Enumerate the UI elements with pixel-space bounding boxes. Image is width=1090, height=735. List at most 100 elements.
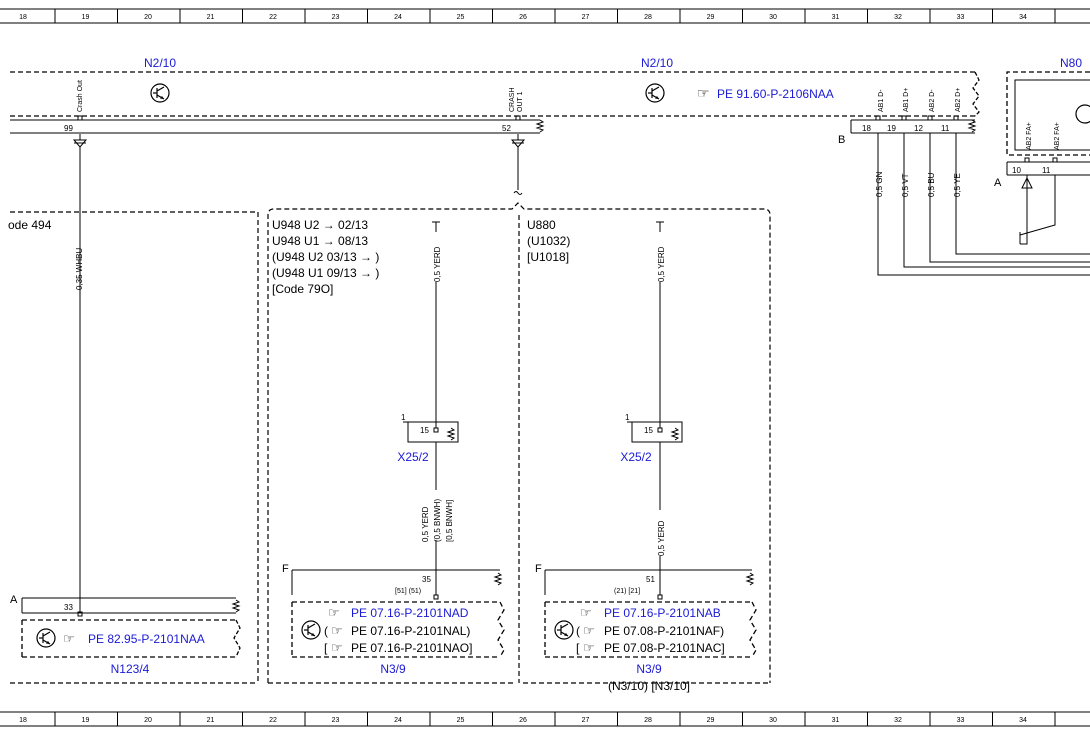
bottom-ruler (0, 711, 1090, 727)
pin-number-10: 10 (1012, 166, 1021, 175)
connector-a-left-label: A (10, 594, 18, 606)
n2-10-box (10, 71, 980, 134)
ruler-number: 29 (707, 717, 715, 724)
pin-number-11b: 11 (1042, 166, 1051, 175)
x25-pin-1-b: 1 (625, 413, 630, 422)
pin-label-ab2-dplus: AB2 D+ (955, 88, 962, 112)
ruler-number: 30 (769, 14, 777, 21)
n3-9-label-a: N3/9 (380, 662, 406, 676)
condition-line: U948 U2 → 02/13 (272, 218, 368, 232)
transistor-icon-n3-9-b (554, 620, 574, 640)
x25-pin-1-a: 1 (401, 413, 406, 422)
wire-label-bu: 0,5 BU (927, 172, 936, 197)
condition-line: U948 U1 → 08/13 (272, 234, 368, 248)
n123-4-box (21, 597, 241, 658)
n3-9-zigzag-a (494, 572, 502, 586)
pin-label-ab2-fa-a: AB2 FA+ (1026, 122, 1033, 150)
condition-line: [Code 79O] (272, 282, 333, 296)
pin-number-99: 99 (64, 124, 73, 133)
ruler-number: 27 (582, 717, 590, 724)
pin-number-11: 11 (941, 124, 950, 133)
ref-pe-nad[interactable]: PE 07.16-P-2101NAD (351, 606, 469, 620)
variant-bracket (267, 202, 771, 684)
n3-9-label-b: N3/9 (636, 662, 662, 676)
x25-pin-15-a: 15 (420, 426, 429, 435)
wire-break-mark (513, 191, 523, 195)
ruler-number: 19 (82, 717, 90, 724)
ruler-number: 24 (394, 14, 402, 21)
transistor-icon-n123 (36, 628, 56, 648)
bracket-open-a: [ (324, 641, 328, 655)
pin-label-crash-b: OUT 1 (517, 91, 524, 112)
ruler-number: 31 (832, 717, 840, 724)
ref-pe-nal[interactable]: PE 07.16-P-2101NAL) (351, 624, 470, 638)
hand-pointer-icon: ☞ (697, 85, 710, 101)
code-494-label: ode 494 (8, 218, 52, 232)
zigzag-n2-crash (536, 119, 544, 133)
pin-number-19: 19 (887, 124, 896, 133)
ruler-number: 21 (207, 717, 215, 724)
pin-label-crash-out: Crash Out (77, 80, 84, 112)
ref-pe-82[interactable]: PE 82.95-P-2101NAA (88, 632, 205, 646)
condition-line: [U1018] (527, 250, 569, 264)
ruler-number: 23 (332, 14, 340, 21)
wire-label-bnwh-paren: (0,5 BNWH) (433, 499, 442, 542)
wire-label-ye: 0,5 YE (953, 173, 962, 197)
n123-zigzag (232, 599, 240, 613)
ruler-number: 25 (457, 14, 465, 21)
condition-line: (U948 U1 09/13 → ) (272, 266, 379, 280)
paren-open-a: ( (324, 624, 328, 638)
wire-label-whbu: 0,35 WHBU (75, 248, 84, 290)
ruler-number: 22 (269, 14, 277, 21)
ruler-number: 18 (19, 14, 27, 21)
shield-symbol-left (73, 133, 87, 148)
n123-pin (77, 611, 83, 617)
ref-pe-nao[interactable]: PE 07.16-P-2101NAO] (351, 641, 472, 655)
ruler-number: 28 (644, 14, 652, 21)
zigzag-n2-right (968, 119, 976, 133)
ruler-number: 22 (269, 717, 277, 724)
ruler-number: 32 (894, 717, 902, 724)
x25-pin-15-b: 15 (644, 426, 653, 435)
hand-pointer-icon-nab: ☞ (580, 605, 592, 620)
pin-label-crash-a: CRASH (509, 87, 516, 112)
transistor-icon-right (645, 83, 665, 103)
ruler-number: 20 (144, 717, 152, 724)
ruler-number: 34 (1019, 717, 1027, 724)
left-subcircuit (291, 221, 500, 595)
n3-9-pin-b (657, 594, 663, 600)
ruler-number: 33 (957, 717, 965, 724)
n3-9-box-a (291, 601, 505, 658)
connector-a-right-label: A (994, 177, 1002, 189)
pin-number-35: 35 (422, 575, 431, 584)
bracket-open-b: [ (576, 641, 580, 655)
ruler-number: 28 (644, 717, 652, 724)
module-label-n2-10-right: N2/10 (641, 56, 673, 70)
ruler-number: 26 (519, 14, 527, 21)
pin-number-18: 18 (862, 124, 871, 133)
pin-number-33: 33 (64, 603, 73, 612)
hand-pointer-icon-nal: ☞ (331, 623, 343, 638)
ruler-number: 23 (332, 717, 340, 724)
hand-pointer-icon-nao: ☞ (331, 640, 343, 655)
ruler-number: 24 (394, 717, 402, 724)
ref-pe-naf[interactable]: PE 07.08-P-2101NAF) (604, 624, 724, 638)
connector-f-label-b: F (535, 563, 542, 575)
triangle-symbol (1021, 176, 1033, 189)
ruler-number: 29 (707, 14, 715, 21)
n3-9-pin-a (433, 594, 439, 600)
ruler-number: 31 (832, 14, 840, 21)
ruler-number: 21 (207, 14, 215, 21)
wire-label-yerd-3: 0,5 YERD (657, 246, 666, 282)
ref-pe-nab[interactable]: PE 07.16-P-2101NAB (604, 606, 721, 620)
wire-label-yerd-2: 0,5 YERD (421, 506, 430, 542)
ruler-number: 32 (894, 14, 902, 21)
ref-pe-91[interactable]: PE 91.60-P-2106NAA (717, 87, 834, 101)
wire-label-vt: 0,5 VT (901, 173, 910, 197)
module-label-n80: N80 (1060, 56, 1082, 70)
transistor-icon-left (150, 83, 170, 103)
ruler-number: 20 (144, 14, 152, 21)
hand-pointer-icon-naf: ☞ (583, 623, 595, 638)
ref-pe-nac[interactable]: PE 07.08-P-2101NAC] (604, 641, 725, 655)
